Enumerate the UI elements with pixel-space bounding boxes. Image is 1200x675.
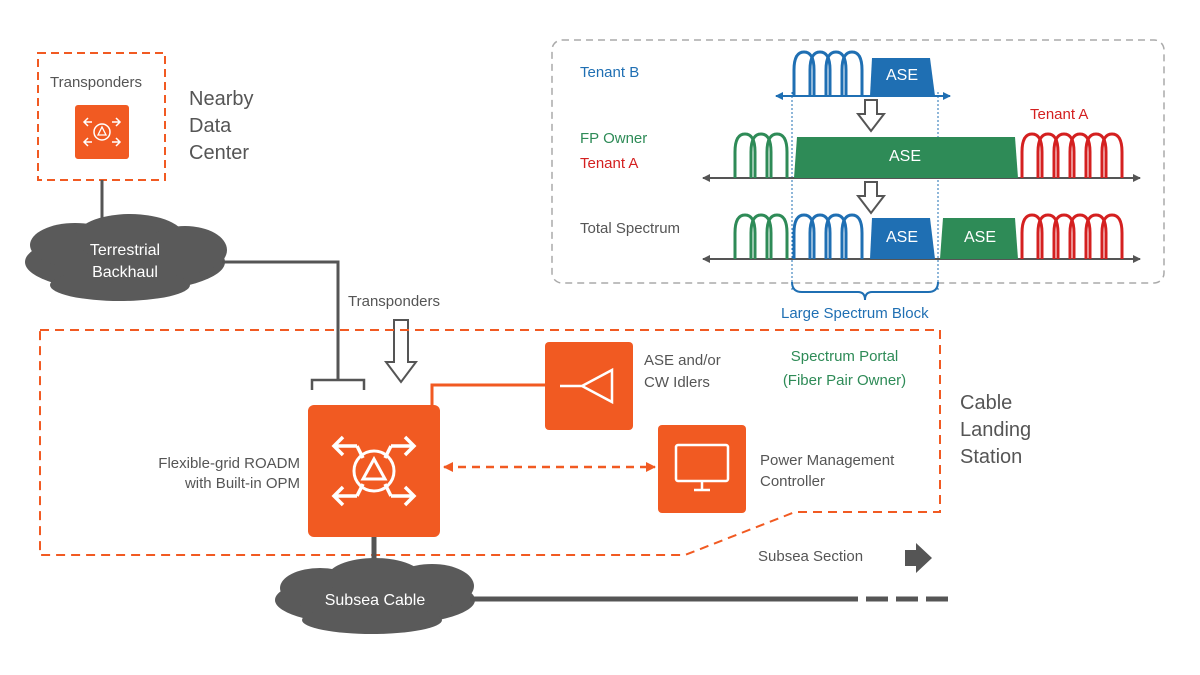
terrestrial-backhaul-label: Terrestrial Backhaul [50, 240, 200, 284]
roadm-icon [308, 405, 440, 537]
pmc-label-line-1: Power Management [760, 452, 895, 469]
idlers-label-line-1: ASE and/or [644, 352, 721, 369]
spectrum-portal-line-2: (Fiber Pair Owner) [782, 372, 907, 389]
total-spectrum-label: Total Spectrum [580, 220, 681, 237]
ase-tenant-b-label: ASE [885, 67, 918, 84]
nearby-dc-title: Nearby Data Center [189, 86, 253, 167]
nearby-dc-transponders-label: Transponders [50, 74, 142, 91]
cable-landing-station-label: Cable Landing Station [960, 390, 1031, 471]
tenant-b-spectrum [775, 50, 951, 100]
pmc-label-line-2: Controller [760, 473, 826, 490]
idlers-amplifier-icon [545, 342, 633, 430]
subsea-cable-label: Subsea Cable [324, 592, 426, 609]
transponder-icon [75, 105, 129, 159]
ase-total-blue-label: ASE [885, 229, 918, 246]
transponders-down-arrow [384, 319, 418, 384]
subsea-section-label: Subsea Section [758, 548, 864, 565]
nearby-dc-title-line-1: Nearby [189, 88, 254, 110]
roadm-label: Flexible-grid ROADM with Built-in OPM [110, 454, 300, 494]
large-spectrum-block-bracket [791, 281, 939, 301]
roadm-label-line-1: Flexible-grid ROADM [158, 455, 300, 472]
terrestrial-backhaul-line-2: Backhaul [92, 264, 158, 281]
roadm-label-line-2: with Built-in OPM [184, 475, 300, 492]
cable-landing-boundary [39, 329, 941, 556]
spectrum-portal-label: Spectrum Portal (Fiber Pair Owner) [762, 345, 927, 393]
power-management-controller-icon [658, 425, 746, 513]
large-spectrum-block-label: Large Spectrum Block [781, 305, 929, 322]
fp-owner-spectrum [702, 132, 1141, 182]
spectrum-down-arrow-2 [855, 181, 887, 215]
total-spectrum [702, 213, 1141, 263]
terrestrial-backhaul-cloud [25, 214, 227, 301]
pmc-label: Power Management Controller [760, 450, 894, 492]
spectrum-panel [551, 39, 1165, 284]
cable-landing-line-2: Landing [960, 419, 1032, 441]
spectrum-portal-line-1: Spectrum Portal [790, 348, 899, 365]
nearby-dc-title-line-2: Data [189, 115, 232, 137]
cable-landing-line-3: Station [960, 446, 1023, 468]
idlers-label-line-2: CW Idlers [644, 374, 710, 391]
spectrum-down-arrow-1 [855, 99, 887, 133]
fp-owner-label: FP Owner [580, 130, 648, 147]
subsea-cable-cloud [275, 558, 475, 634]
terrestrial-backhaul-line-1: Terrestrial [89, 242, 161, 259]
tenant-a-right-label: Tenant A [1030, 106, 1089, 123]
subsea-section-arrow [905, 543, 932, 573]
ase-total-green-label: ASE [963, 229, 996, 246]
cable-landing-line-1: Cable [960, 392, 1013, 414]
ase-fp-owner-label: ASE [888, 148, 921, 165]
idlers-label: ASE and/or CW Idlers [644, 350, 721, 394]
transponders-arrow-label: Transponders [348, 293, 440, 310]
tenant-a-left-label: Tenant A [580, 155, 639, 172]
tenant-b-label: Tenant B [580, 64, 640, 81]
nearby-dc-title-line-3: Center [189, 142, 250, 164]
